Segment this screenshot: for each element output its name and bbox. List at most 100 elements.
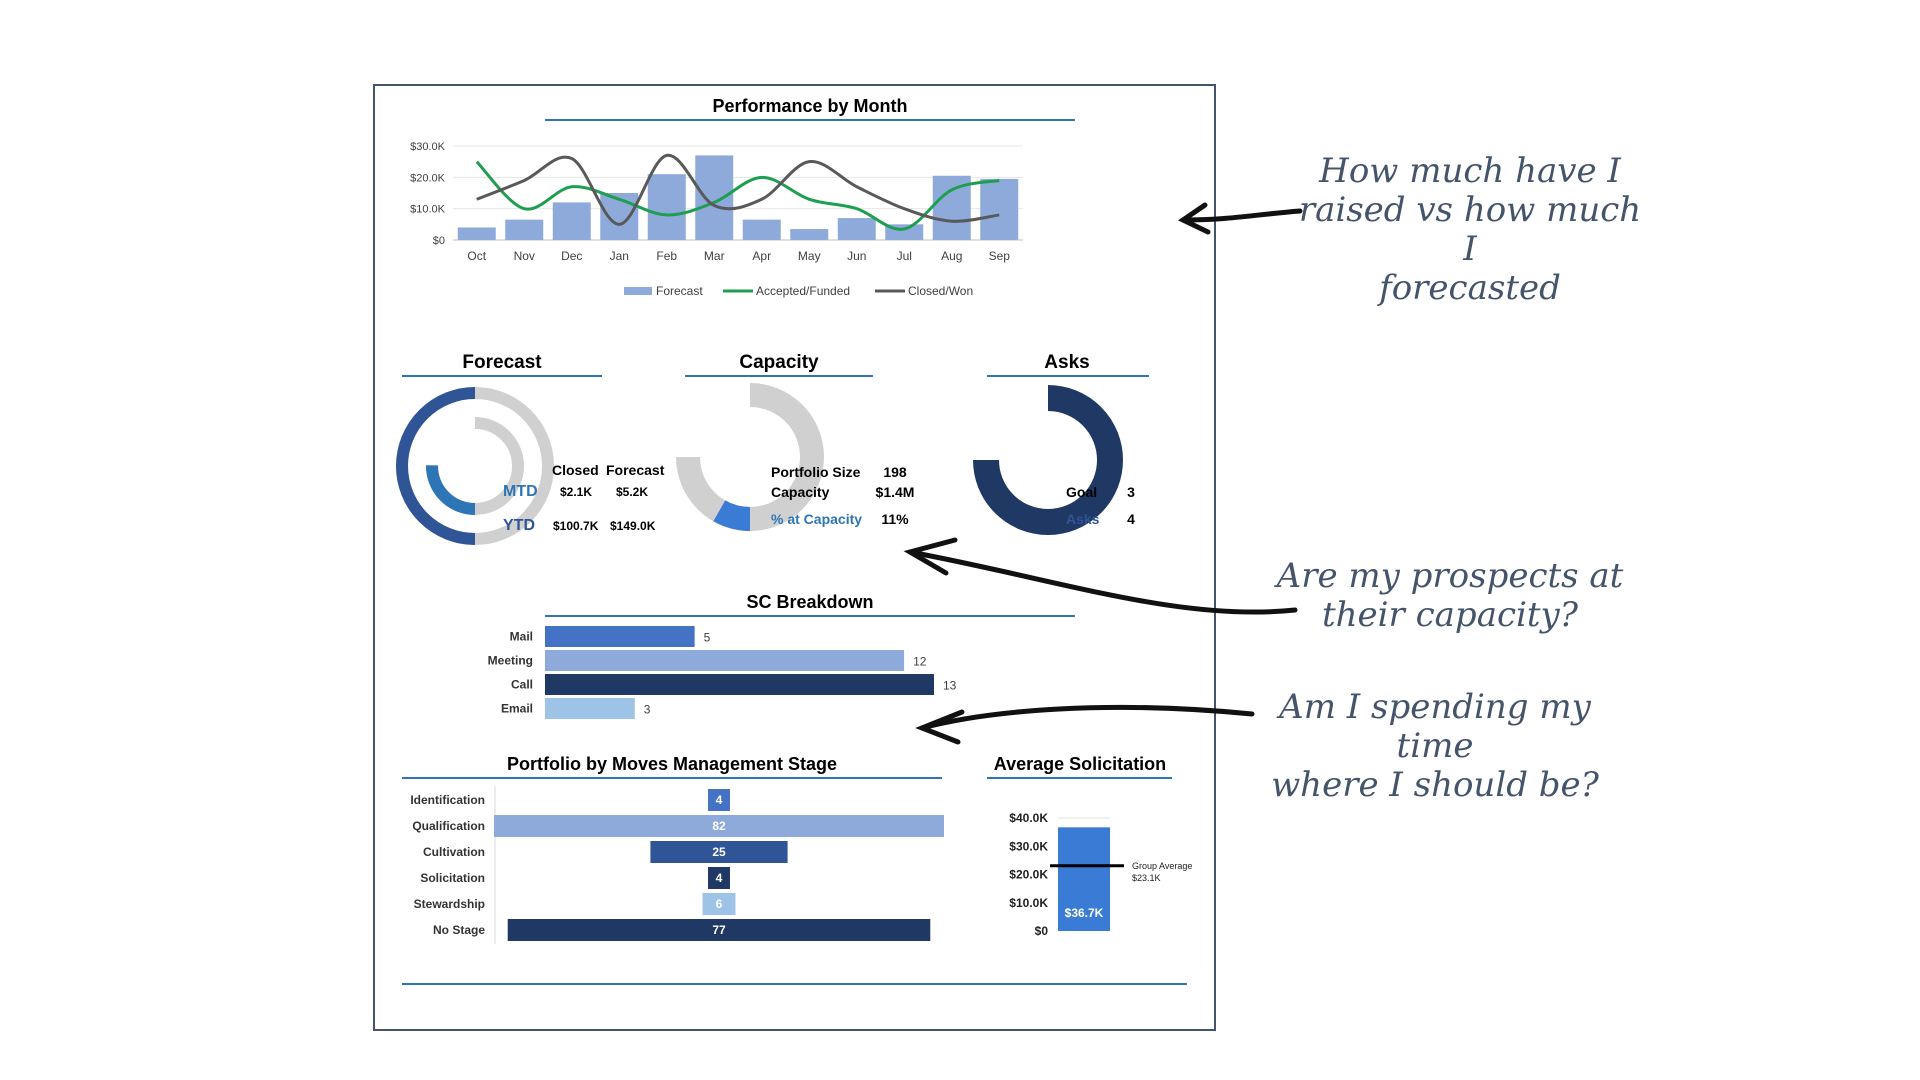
forecast-title: Forecast	[462, 352, 542, 373]
legend-label-accepted: Accepted/Funded	[756, 284, 850, 298]
forecast-mtd-forecast: $5.2K	[616, 485, 648, 499]
moves-value-label: 25	[712, 845, 726, 859]
forecast-mtd-label: MTD	[503, 483, 538, 500]
avg-solicitation-bar	[1058, 827, 1110, 931]
avg-y-tick-label: $30.0K	[1009, 839, 1048, 853]
avg-solicitation-chart: $0$10.0K$20.0K$30.0K$40.0K$36.7K	[1009, 811, 1124, 938]
x-tick-label: Dec	[561, 249, 582, 263]
arrow-3-head	[915, 709, 965, 745]
legend-label-forecast: Forecast	[656, 284, 703, 298]
legend-label-closed: Closed/Won	[908, 284, 973, 298]
sc-category-label: Call	[511, 678, 533, 692]
x-tick-label: Nov	[514, 249, 535, 263]
avg-solicitation-title: Average Solicitation	[994, 754, 1166, 774]
sc-value-label: 5	[704, 631, 711, 645]
avg-solicitation-value-label: $36.7K	[1065, 906, 1104, 920]
x-tick-label: Jul	[897, 249, 912, 263]
moves-value-label: 4	[716, 793, 723, 807]
moves-bar	[507, 919, 931, 941]
avg-y-tick-label: $10.0K	[1009, 896, 1048, 910]
capacity-section: Capacity Portfolio Size 198 Capacity $1.…	[676, 352, 915, 531]
asks-title: Asks	[1044, 352, 1089, 373]
moves-category-label: Qualification	[412, 819, 485, 833]
forecast-section: Forecast Closed Forecast MTD YTD $2.1K $…	[396, 352, 665, 545]
capacity-pct-value: 11%	[881, 511, 909, 527]
asks-goal-value: 3	[1127, 484, 1135, 500]
y-tick-label: $30.0K	[410, 141, 446, 153]
forecast-bar	[647, 174, 686, 240]
sc-category-label: Email	[501, 702, 533, 716]
performance-x-axis: Oct Nov Dec Jan Feb Mar Apr May Jun Jul Aug Sep	[467, 249, 1010, 263]
x-tick-label: Aug	[941, 249, 962, 263]
x-tick-label: Mar	[704, 249, 725, 263]
arrow-2-head	[903, 537, 958, 576]
annotation-line: Am I spending my time	[1279, 687, 1591, 766]
asks-asks-label: Asks	[1066, 511, 1100, 527]
forecast-col-forecast: Forecast	[606, 462, 665, 478]
arrow-1	[1180, 208, 1303, 223]
x-tick-label: Feb	[656, 249, 677, 263]
avg-solicitation-section: Average Solicitation $0$10.0K$20.0K$30.0…	[987, 754, 1192, 938]
asks-ring-fill	[973, 385, 1123, 535]
sc-value-label: 3	[644, 703, 651, 717]
series-line	[475, 160, 1000, 231]
asks-asks-value: 4	[1127, 511, 1135, 527]
x-tick-label: Apr	[752, 249, 771, 263]
y-tick-label: $10.0K	[410, 204, 446, 216]
forecast-ytd-closed: $100.7K	[553, 519, 599, 533]
annotation-line: forecasted	[1379, 268, 1561, 308]
sc-breakdown-title: SC Breakdown	[746, 592, 873, 612]
x-tick-label: May	[798, 249, 821, 263]
capacity-value: $1.4M	[876, 484, 915, 500]
forecast-col-closed: Closed	[552, 462, 599, 478]
moves-category-label: Stewardship	[414, 897, 485, 911]
forecast-bar	[695, 155, 734, 240]
x-tick-label: Jun	[847, 249, 866, 263]
legend-swatch-forecast	[624, 287, 652, 295]
group-average-value: $23.1K	[1132, 873, 1161, 883]
moves-title: Portfolio by Moves Management Stage	[507, 754, 837, 774]
annotation-raised-vs-forecast: How much have I raised vs how much I for…	[1290, 152, 1650, 308]
performance-y-axis: $0 $10.0K $20.0K $30.0K	[410, 141, 446, 247]
annotation-line: where I should be?	[1271, 765, 1599, 805]
forecast-bar	[457, 227, 496, 240]
moves-bar	[708, 867, 730, 889]
y-tick-label: $0	[433, 235, 445, 247]
forecast-mtd-closed: $2.1K	[560, 485, 592, 499]
asks-goal-label: Goal	[1066, 484, 1097, 500]
capacity-ring-fill	[713, 500, 751, 531]
moves-category-label: Cultivation	[423, 845, 485, 859]
y-tick-label: $20.0K	[410, 172, 446, 184]
performance-title: Performance by Month	[712, 96, 907, 116]
x-tick-label: Sep	[989, 249, 1011, 263]
annotation-line: their capacity?	[1322, 595, 1578, 635]
avg-y-tick-label: $40.0K	[1009, 811, 1048, 825]
capacity-label: Capacity	[771, 484, 830, 500]
x-tick-label: Jan	[610, 249, 629, 263]
forecast-ytd-forecast: $149.0K	[610, 519, 656, 533]
moves-category-label: No Stage	[433, 923, 485, 937]
forecast-ytd-label: YTD	[503, 517, 535, 534]
sc-bar	[545, 698, 635, 719]
forecast-bar	[837, 218, 876, 240]
asks-donut	[973, 385, 1123, 535]
moves-value-label: 82	[712, 819, 726, 833]
dashboard-canvas: Performance by Month $0 $10.0K $20.0K $30.0…	[396, 96, 1192, 985]
moves-bar	[702, 893, 736, 915]
x-tick-label: Oct	[467, 249, 486, 263]
forecast-bar	[980, 178, 1019, 240]
performance-lines	[475, 153, 1000, 231]
capacity-pct-label: % at Capacity	[771, 511, 862, 527]
capacity-portfolio-size-label: Portfolio Size	[771, 464, 861, 480]
forecast-bar	[505, 219, 544, 240]
series-line	[476, 153, 1000, 226]
moves-section: Portfolio by Moves Management Stage Iden…	[402, 754, 944, 944]
forecast-donut	[396, 387, 554, 545]
capacity-title: Capacity	[739, 352, 819, 373]
arrow-3	[919, 704, 1255, 731]
dashboard-panel: Performance by Month $0 $10.0K $20.0K $30.0…	[373, 84, 1216, 1031]
moves-value-label: 6	[716, 897, 723, 911]
sc-category-label: Mail	[510, 630, 533, 644]
capacity-donut	[676, 383, 824, 531]
